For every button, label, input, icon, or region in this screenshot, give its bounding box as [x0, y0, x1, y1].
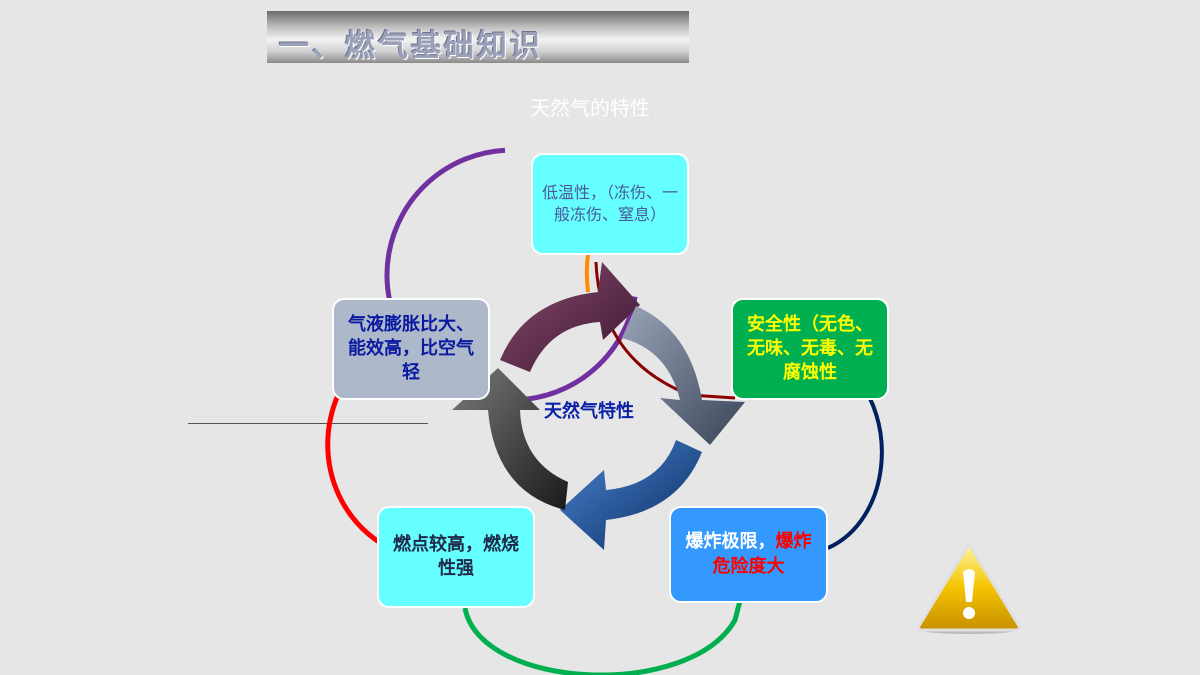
- property-safety-text: 安全性（无色、无味、无毒、无腐蚀性: [747, 313, 873, 384]
- property-explosion-text: 爆炸极限，爆炸危险度大: [677, 530, 820, 579]
- page-title: 一、燃气基础知识: [279, 29, 543, 64]
- divider-line: [188, 423, 428, 424]
- explosion-limit-text: 爆炸极限，: [685, 531, 776, 553]
- explosion-danger-text: 爆炸危险度大: [712, 531, 812, 577]
- arrow-left: [452, 368, 568, 510]
- arrow-top: [500, 262, 640, 372]
- property-ignition: 燃点较高，燃烧性强: [377, 506, 535, 608]
- property-explosion: 爆炸极限，爆炸危险度大: [669, 506, 828, 603]
- warning-icon: [917, 541, 1021, 634]
- property-low-temperature: 低温性，（冻伤、一般冻伤、窒息）: [531, 153, 689, 255]
- property-expansion: 气液膨胀比大、能效高，比空气轻: [332, 298, 490, 400]
- diagram-subtitle: 天然气的特性: [530, 96, 650, 120]
- arrow-bottom: [560, 440, 702, 550]
- title-banner: 一、燃气基础知识: [267, 11, 689, 64]
- arrow-right: [622, 306, 745, 445]
- center-label: 天然气特性: [544, 401, 634, 422]
- property-low-temperature-text: 低温性，（冻伤、一般冻伤、窒息）: [541, 183, 678, 224]
- property-ignition-text: 燃点较高，燃烧性强: [393, 533, 519, 579]
- property-safety: 安全性（无色、无味、无毒、无腐蚀性: [731, 298, 889, 400]
- property-expansion-text: 气液膨胀比大、能效高，比空气轻: [348, 313, 474, 384]
